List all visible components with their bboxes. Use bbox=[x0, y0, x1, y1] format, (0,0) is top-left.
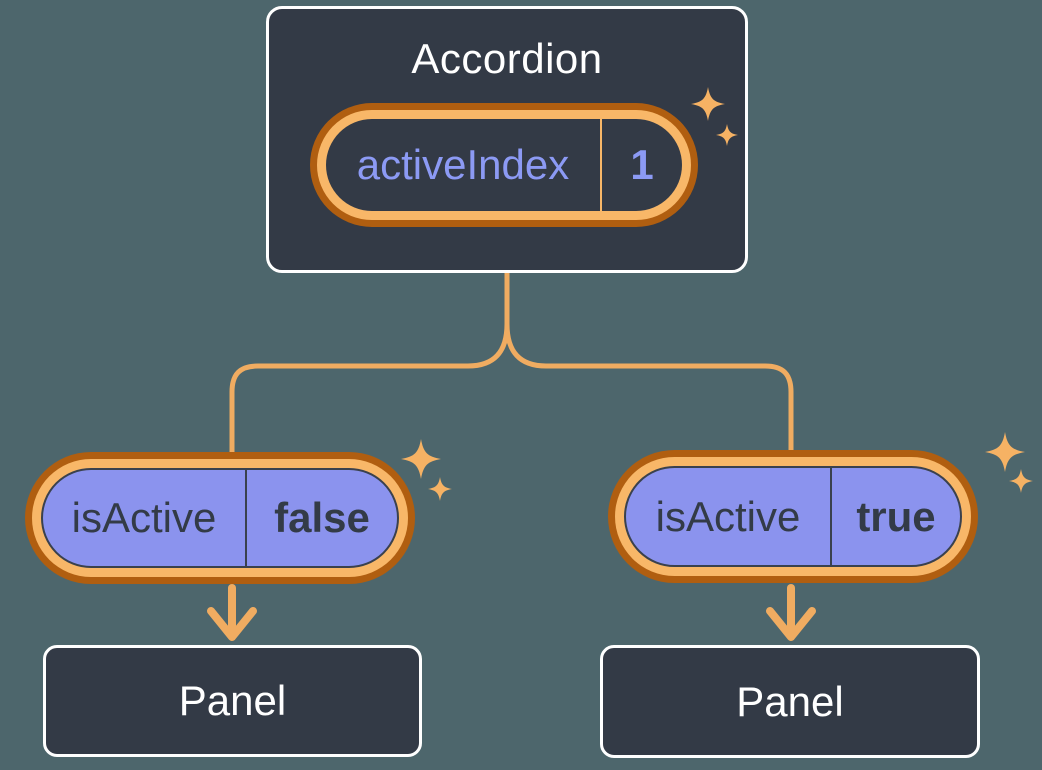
prop-name: isActive bbox=[71, 494, 217, 541]
prop-name: isActive bbox=[655, 492, 801, 540]
pill-divider bbox=[600, 119, 602, 211]
pill-ring: isActive true bbox=[615, 457, 971, 576]
pill-body: isActive false bbox=[41, 468, 399, 568]
pill-ring: activeIndex 1 bbox=[317, 110, 691, 220]
is-active-pill-right: isActive true bbox=[608, 450, 978, 583]
connector-branch-right bbox=[504, 270, 794, 533]
arrow-down-icon bbox=[766, 584, 816, 641]
pill-ring: isActive false bbox=[32, 459, 408, 577]
accordion-title: Accordion bbox=[411, 35, 603, 82]
panel-box-left: Panel bbox=[43, 645, 422, 757]
panel-box-right: Panel bbox=[600, 645, 980, 758]
pill-divider bbox=[245, 470, 247, 566]
prop-value: true bbox=[856, 492, 936, 540]
arrow-down-icon bbox=[207, 584, 257, 641]
pill-divider bbox=[830, 468, 832, 565]
accordion-box: Accordion activeIndex 1 bbox=[266, 6, 748, 273]
is-active-pill-left: isActive false bbox=[25, 452, 415, 584]
state-value: 1 bbox=[630, 141, 654, 188]
pill-body: activeIndex 1 bbox=[326, 119, 682, 211]
state-name: activeIndex bbox=[356, 141, 570, 188]
active-index-pill: activeIndex 1 bbox=[310, 103, 698, 227]
connector-branch-left bbox=[229, 270, 510, 533]
pill-body: isActive true bbox=[624, 466, 962, 567]
prop-value: false bbox=[274, 494, 370, 541]
